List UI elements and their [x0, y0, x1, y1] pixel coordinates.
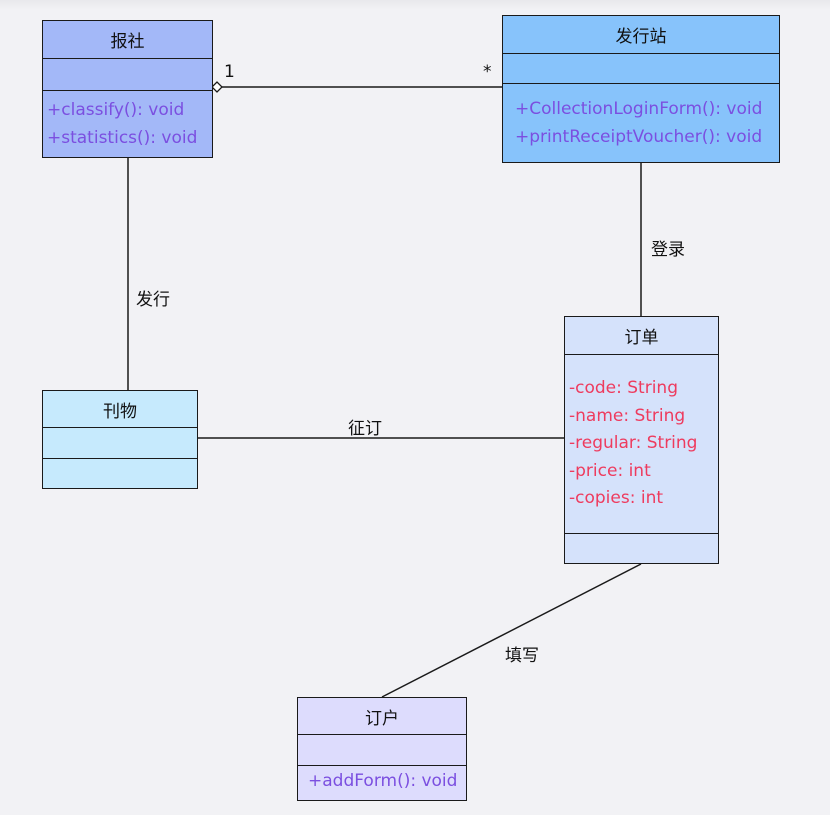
operation-classify: +classify(): void	[47, 100, 185, 120]
operations-section-kanwu	[43, 459, 197, 487]
relation-label-zhengding: 征订	[348, 419, 382, 439]
attribute-regular: -regular: String	[569, 433, 698, 453]
association-line-dingdan-dinghu[interactable]	[381, 563, 642, 698]
operations-section-baoshe: +classify(): void +statistics(): void	[43, 91, 212, 156]
operations-section-dingdan	[565, 534, 718, 562]
multiplicity-many-label: *	[483, 62, 492, 82]
class-box-faxingzhan[interactable]: 发行站 +CollectionLoginForm(): void +printR…	[502, 15, 780, 163]
class-name-dingdan: 订单	[565, 317, 718, 355]
aggregation-diamond-icon	[211, 81, 223, 93]
operation-print-receipt-voucher: +printReceiptVoucher(): void	[515, 126, 763, 147]
operation-add-form: +addForm(): void	[308, 771, 458, 791]
attribute-name: -name: String	[569, 405, 686, 426]
window-top-edge	[0, 0, 830, 10]
attributes-section-faxingzhan	[503, 54, 779, 84]
multiplicity-one-label: 1	[224, 62, 235, 82]
class-name-dinghu: 订户	[298, 698, 466, 735]
class-box-dinghu[interactable]: 订户 +addForm(): void	[297, 697, 467, 801]
class-name-baoshe: 报社	[43, 21, 212, 59]
attributes-section-kanwu	[43, 428, 197, 459]
relation-label-denglu: 登录	[651, 240, 685, 260]
attributes-section-dinghu	[298, 735, 466, 766]
attributes-section-dingdan: -code: String -name: String -regular: St…	[565, 355, 718, 534]
attribute-code: -code: String	[569, 378, 678, 398]
operation-statistics: +statistics(): void	[47, 127, 198, 148]
class-box-kanwu[interactable]: 刊物	[42, 390, 198, 489]
relation-label-tianxie: 填写	[505, 646, 539, 666]
class-box-baoshe[interactable]: 报社 +classify(): void +statistics(): void	[42, 20, 213, 158]
class-name-faxingzhan: 发行站	[503, 16, 779, 54]
operations-section-faxingzhan: +CollectionLoginForm(): void +printRecei…	[503, 84, 779, 161]
operation-collection-login-form: +CollectionLoginForm(): void	[515, 99, 763, 119]
attribute-price: -price: int	[569, 460, 651, 481]
class-box-dingdan[interactable]: 订单 -code: String -name: String -regular:…	[564, 316, 719, 564]
attribute-copies: -copies: int	[569, 488, 664, 508]
relation-label-faxing: 发行	[136, 290, 170, 310]
attributes-section-baoshe	[43, 59, 212, 91]
operations-section-dinghu: +addForm(): void	[298, 766, 466, 799]
class-name-kanwu: 刊物	[43, 391, 197, 428]
